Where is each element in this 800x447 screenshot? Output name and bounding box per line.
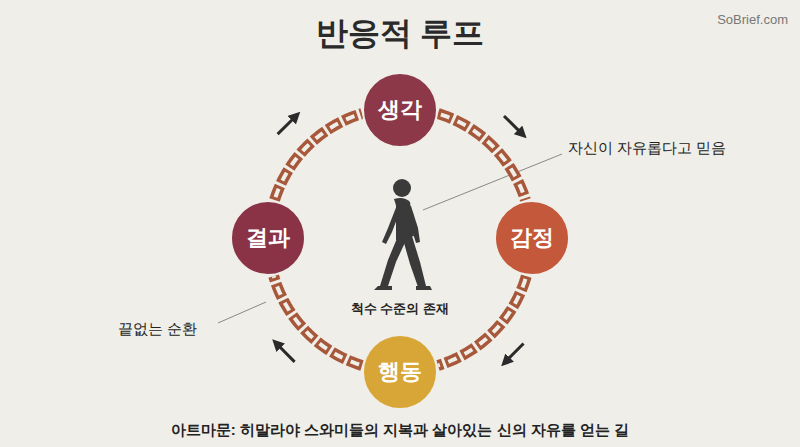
- caption: 아트마문: 히말라야 스와미들의 지복과 살아있는 신의 자유를 얻는 길: [171, 421, 629, 440]
- node-text-holder: 감정: [494, 200, 570, 276]
- chain-connector: [275, 114, 362, 200]
- chain-links: [274, 276, 362, 365]
- chain-link-holes: [275, 114, 362, 200]
- flow-arrow: [505, 344, 523, 362]
- flow-arrow: [276, 344, 294, 362]
- callout-note: 끝없는 순환: [118, 320, 197, 339]
- chain-connector: [274, 276, 362, 365]
- chain-link-holes: [438, 276, 526, 365]
- chain-links: [438, 276, 526, 365]
- cycle-circle: 감정: [494, 200, 570, 276]
- watermark: SoBrief.com: [717, 12, 788, 27]
- node-label: 행동: [378, 357, 422, 387]
- node-label: 결과: [246, 223, 290, 253]
- chain-links: [275, 114, 362, 200]
- node-text-holder: 생각: [362, 72, 438, 148]
- chain-connector: [438, 276, 526, 365]
- flow-arrow: [504, 116, 522, 134]
- flow-arrow: [278, 116, 296, 134]
- chain-link-holes: [274, 276, 362, 365]
- node-text-holder: 행동: [362, 334, 438, 410]
- callout-note: 자신이 자유롭다고 믿음: [568, 139, 726, 158]
- leader-line: [218, 302, 266, 323]
- node-text-holder: 결과: [230, 200, 306, 276]
- chain-connector: [438, 114, 525, 200]
- cycle-circle: 행동: [362, 334, 438, 410]
- node-label: 생각: [378, 95, 422, 125]
- diagram-title: 반응적 루프: [316, 12, 485, 56]
- chain-link-holes: [438, 114, 525, 200]
- cycle-circle: 생각: [362, 72, 438, 148]
- figure-label: 척수 수준의 존재: [351, 300, 449, 318]
- cycle-circle: 결과: [230, 200, 306, 276]
- walking-man: [374, 179, 432, 290]
- node-label: 감정: [510, 223, 554, 253]
- chain-links: [438, 114, 525, 200]
